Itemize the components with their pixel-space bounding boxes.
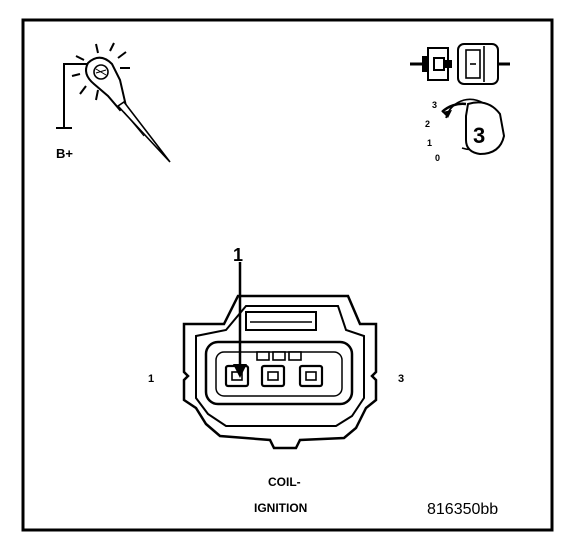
ignition-key-icon: 3 (441, 98, 506, 156)
callout-number: 1 (233, 245, 243, 265)
terminal-3 (298, 364, 324, 388)
ignition-position-0: 0 (435, 153, 440, 163)
connector-name-line1: COIL- (268, 475, 301, 489)
callout-arrow (233, 262, 247, 378)
figure-id: 816350bb (427, 501, 498, 518)
connector-disconnected-icon (410, 43, 510, 85)
ignition-position-1: 1 (427, 138, 432, 148)
supply-label: B+ (56, 146, 73, 161)
terminal-2 (260, 364, 286, 388)
test-light-icon (56, 42, 171, 163)
ignition-position-selected: 3 (473, 123, 485, 148)
diagram-border (21, 18, 554, 532)
pin-label-right: 3 (398, 373, 404, 385)
pin-label-left: 1 (148, 373, 154, 385)
ignition-position-2: 2 (425, 119, 430, 129)
ignition-position-3: 3 (432, 100, 437, 110)
connector-name-line2: IGNITION (254, 501, 307, 515)
